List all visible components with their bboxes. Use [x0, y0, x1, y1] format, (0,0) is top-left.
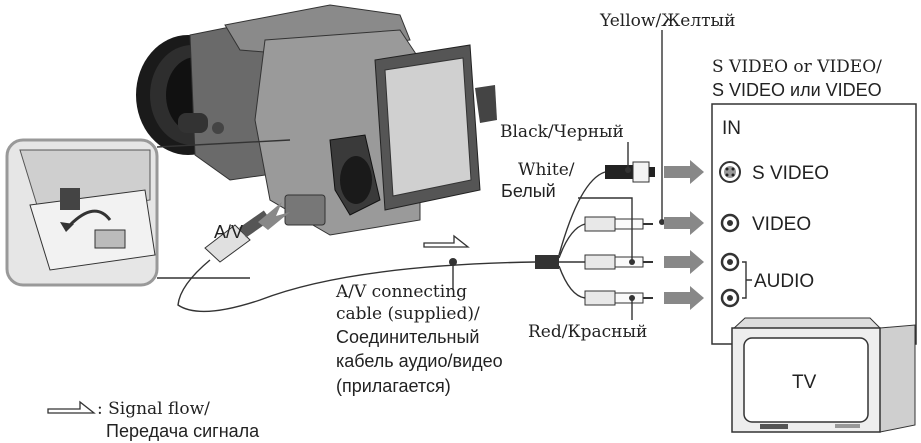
video-plug	[584, 216, 653, 232]
audio-white-plug	[584, 254, 653, 270]
cable-caption-line1: A/V connecting	[335, 282, 467, 302]
signal-arrow-icon	[664, 160, 704, 310]
cable-caption-line2: cable (supplied)/	[336, 304, 480, 324]
s-video-plug	[605, 161, 655, 183]
tv-set-illustration	[731, 317, 916, 433]
audio-jack-label: AUDIO	[754, 271, 814, 292]
av-plug	[204, 210, 271, 263]
s-video-or-video-label-en: S VIDEO or VIDEO/	[712, 57, 882, 77]
cable-caption-line4: кабель аудио/видео	[336, 351, 503, 371]
audio-red-plug	[584, 290, 653, 306]
cable-splitter	[535, 255, 559, 269]
av-label: A/V	[214, 222, 243, 242]
av-cable	[177, 259, 536, 313]
tv-input-panel	[711, 103, 917, 345]
s-video-or-video-label-ru: S VIDEO или VIDEO	[712, 80, 882, 100]
s-video-jack-label: S VIDEO	[752, 163, 829, 184]
black-label: Black/Черный	[500, 122, 624, 142]
signal-flow-arrow-icon	[423, 234, 470, 248]
legend-signal-flow-en: : Signal flow/	[97, 399, 210, 419]
red-label: Red/Красный	[528, 322, 647, 342]
cable-caption-line3: Соединительный	[336, 327, 479, 347]
white-label-line1: White/	[518, 160, 575, 180]
plug-insert-arrow-icon	[258, 202, 290, 230]
tv-label: TV	[792, 372, 817, 393]
white-label-line2: Белый	[501, 181, 556, 201]
video-jack-label: VIDEO	[752, 214, 811, 235]
in-label: IN	[722, 118, 741, 139]
yellow-label: Yellow/Желтый	[599, 11, 735, 31]
jack-cover-inset	[5, 138, 159, 287]
camcorder-illustration	[136, 4, 497, 236]
legend-signal-flow-icon	[47, 400, 96, 414]
legend-signal-flow-ru: Передача сигнала	[106, 421, 260, 441]
cable-caption-line5: (прилагается)	[336, 376, 451, 396]
